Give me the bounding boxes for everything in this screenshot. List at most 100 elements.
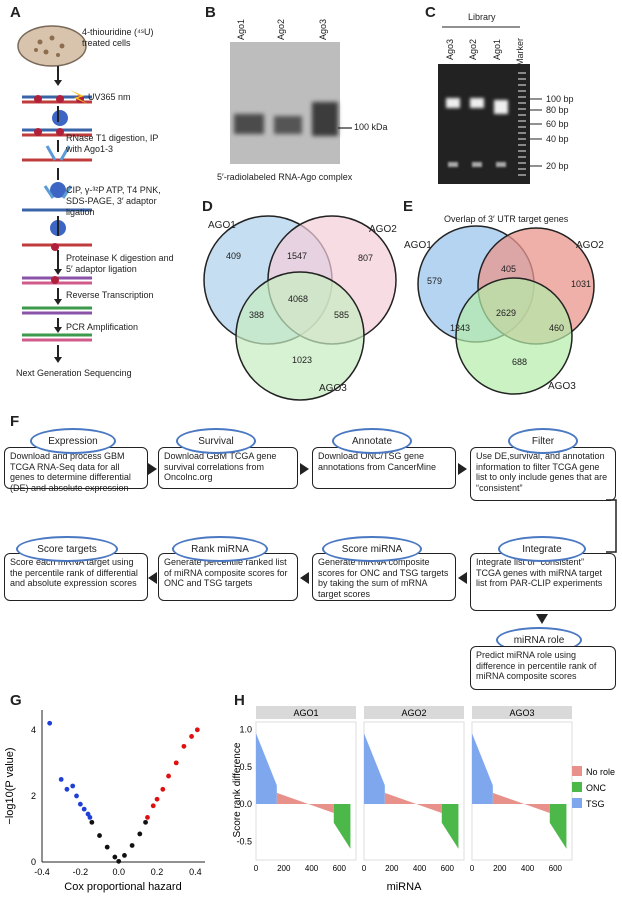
x-axis-label: Cox proportional hazard [64, 881, 181, 893]
legend-swatch [572, 798, 582, 808]
data-point [166, 773, 171, 779]
y-tick-label: 2 [31, 791, 36, 801]
venn-count: 688 [512, 357, 528, 367]
workflow-schematic [17, 25, 92, 363]
x-tick-label: 0 [362, 864, 367, 873]
bp-marker: 80 bp [546, 105, 569, 115]
step-oval-annotate: Annotate [332, 428, 412, 454]
bar-series [441, 804, 459, 849]
arrow-right-icon [300, 463, 309, 475]
lane-label: Marker [515, 37, 525, 66]
x-axis-label: miRNA [387, 881, 422, 893]
data-point [89, 819, 95, 825]
y-axis-label: −log10(P value) [4, 747, 16, 824]
uv-lightning-icon [70, 90, 88, 104]
data-point [160, 786, 166, 792]
y-tick-label: 0.5 [239, 762, 252, 772]
venn-label: AGO1 [208, 220, 236, 231]
venn-label: AGO2 [369, 224, 397, 235]
data-point [74, 793, 79, 799]
bar-series [492, 792, 550, 814]
data-point [129, 843, 135, 848]
x-tick-label: 400 [521, 864, 535, 873]
data-point [189, 734, 194, 739]
lane-label: Ago2 [276, 18, 286, 40]
data-point [122, 852, 127, 858]
data-point [70, 783, 76, 789]
lane-label: Ago3 [318, 18, 328, 40]
radiolabel-gel [230, 42, 340, 164]
data-point [104, 844, 110, 850]
step-label: CIP, γ-³²P ATP, T4 PNK, SDS-PAGE, 3′ ada… [66, 185, 161, 217]
x-tick-label: 600 [333, 864, 347, 873]
venn-count: 405 [501, 264, 517, 274]
facet-label: AGO2 [401, 708, 426, 718]
venn-count: 1031 [571, 279, 592, 289]
step-box-annotate: Download ONC/TSG gene annotations from C… [312, 447, 456, 489]
step-oval-integrate: Integrate [498, 536, 586, 562]
connector-arrow [606, 499, 617, 553]
legend-swatch [572, 766, 582, 776]
panel-label-b: B [205, 4, 216, 21]
step-label: 4-thiouridine (⁴ˢU) treated cells [82, 27, 154, 48]
panel-label-a: A [10, 4, 21, 21]
venn-label: AGO3 [548, 381, 576, 392]
data-point [137, 831, 143, 837]
y-axis-label: Score rank difference [232, 742, 243, 837]
size-marker: 100 kDa [354, 122, 388, 132]
bar-series [256, 733, 277, 805]
lane-label: Ago1 [492, 38, 502, 60]
data-point [181, 743, 187, 749]
library-header: Library [468, 12, 496, 22]
venn-count: 1547 [287, 251, 308, 261]
data-point [145, 814, 150, 820]
step-oval-expression: Expression [30, 428, 116, 454]
data-point [64, 786, 70, 792]
venn-count: 4068 [288, 294, 309, 304]
arrow-left-icon [458, 572, 467, 584]
ago-protein-icon [52, 110, 68, 126]
facet-header [256, 706, 356, 719]
data-point [150, 803, 156, 809]
bp-marker: 40 bp [546, 134, 569, 144]
legend-label: TSG [586, 799, 605, 809]
step-box-filter: Use DE,survival, and annotation informat… [470, 447, 616, 501]
x-tick-label: 0 [254, 864, 259, 873]
facet-label: AGO1 [293, 708, 318, 718]
step-box-expression: Download and process GBM TCGA RNA-Seq da… [4, 447, 148, 493]
venn-label: AGO2 [576, 240, 604, 251]
facet-label: AGO3 [509, 708, 534, 718]
arrow-right-icon [458, 463, 467, 475]
y-tick-label: 4 [31, 725, 36, 735]
x-tick-label: -0.2 [73, 867, 89, 877]
x-tick-label: 200 [385, 864, 399, 873]
antibody-icon [45, 145, 71, 161]
x-tick-label: 200 [493, 864, 507, 873]
venn-count: 1023 [292, 355, 313, 365]
venn-count: 409 [226, 251, 242, 261]
bp-marker: 100 bp [546, 94, 574, 104]
arrow-left-icon [148, 572, 157, 584]
x-tick-label: 400 [305, 864, 319, 873]
venn-circle-ago3 [235, 271, 365, 401]
bp-marker: 60 bp [546, 119, 569, 129]
bp-marker: 20 bp [546, 161, 569, 171]
venn-circle-ago3 [455, 277, 573, 395]
lane-label: Ago1 [236, 18, 246, 40]
legend-swatch [572, 782, 582, 792]
x-tick-label: 0.0 [112, 867, 125, 877]
venn-label: AGO1 [404, 240, 432, 251]
data-point [97, 833, 102, 838]
bar-series [364, 733, 385, 805]
data-point [47, 720, 53, 726]
x-tick-label: 400 [413, 864, 427, 873]
facet-panel [363, 721, 465, 861]
arrow-down-icon [536, 614, 548, 624]
bar-series [472, 733, 493, 805]
y-tick-label: 1.0 [239, 724, 252, 734]
venn-count: 585 [334, 310, 350, 320]
library-gel [438, 64, 530, 184]
venn-count: 807 [358, 253, 374, 263]
